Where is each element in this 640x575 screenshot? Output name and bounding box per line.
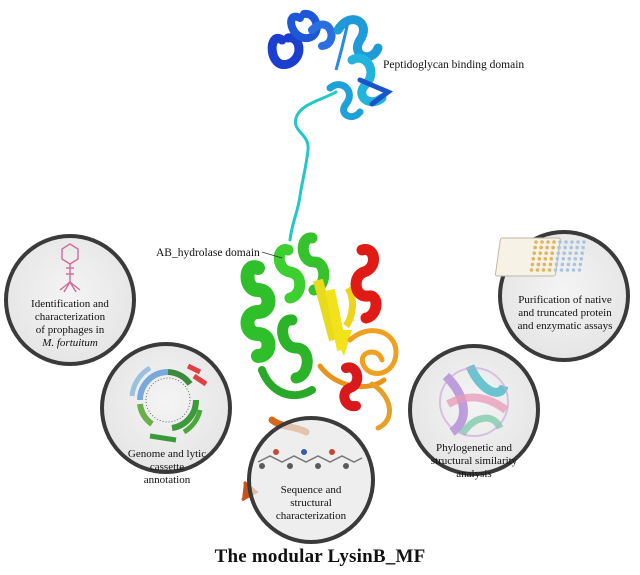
plate-well xyxy=(553,268,558,272)
plate-well xyxy=(539,245,543,250)
phage-icon xyxy=(59,243,81,293)
plate-well xyxy=(537,257,542,261)
plate-well xyxy=(569,245,573,250)
plate-well xyxy=(530,262,535,267)
well-plate-icon xyxy=(494,237,561,277)
plate-well xyxy=(565,268,570,272)
plate-well xyxy=(532,251,536,255)
plate-well xyxy=(566,262,571,267)
plate-well xyxy=(564,240,568,244)
plate-well xyxy=(560,262,565,267)
plate-well xyxy=(547,268,552,272)
plate-well xyxy=(561,257,566,261)
plate-well xyxy=(542,262,547,267)
hydrolase-leader xyxy=(261,251,283,259)
plate-well xyxy=(541,268,546,272)
plate-well xyxy=(563,245,567,250)
plate-well xyxy=(557,245,561,250)
genome-map-icon xyxy=(129,363,208,443)
peptide-chain-icon xyxy=(257,449,363,469)
plate-well xyxy=(579,257,584,261)
plate-well xyxy=(572,262,577,267)
plate-well xyxy=(580,251,584,255)
plate-well xyxy=(543,257,548,261)
plate-well xyxy=(558,240,562,244)
circos-chord-icon xyxy=(439,364,509,437)
ab-hydrolase-domain xyxy=(240,232,399,502)
plate-well xyxy=(534,240,538,244)
plate-well xyxy=(549,257,554,261)
plate-well xyxy=(533,245,537,250)
plate-well xyxy=(546,240,550,244)
plate-well xyxy=(570,240,574,244)
plate-well xyxy=(538,251,542,255)
plate-well xyxy=(577,268,582,272)
plate-well xyxy=(535,268,540,272)
plate-well xyxy=(555,257,560,261)
step-text-genome: Genome and lytic cassette annotation xyxy=(127,448,207,486)
step-text-purification: Purification of native and truncated pro… xyxy=(517,294,613,332)
plate-well xyxy=(556,251,560,255)
plate-well xyxy=(550,251,554,255)
plate-well xyxy=(536,262,541,267)
plate-well xyxy=(529,268,534,272)
plate-well xyxy=(562,251,566,255)
plate-well xyxy=(559,268,564,272)
label-ab-hydrolase-domain: AB_hydrolase domain xyxy=(156,247,260,259)
plate-well xyxy=(548,262,553,267)
plate-well xyxy=(551,245,555,250)
plate-well xyxy=(540,240,544,244)
step-text-prophages: Identification and characterization of p… xyxy=(31,298,109,349)
step-circle-genome xyxy=(100,342,232,474)
plate-well xyxy=(567,257,572,261)
linker-loop xyxy=(288,90,338,242)
plate-well xyxy=(575,245,579,250)
step-text-sequence: Sequence and structural characterization xyxy=(275,484,347,522)
plate-well xyxy=(571,268,576,272)
plate-wells xyxy=(529,240,586,272)
label-peptidoglycan-binding-domain: Peptidoglycan binding domain xyxy=(383,59,525,71)
plate-well xyxy=(544,251,548,255)
plate-well xyxy=(582,240,586,244)
peptidoglycan-binding-domain xyxy=(267,10,393,120)
plate-well xyxy=(578,262,583,267)
plate-well xyxy=(545,245,549,250)
plate-well xyxy=(568,251,572,255)
plate-well xyxy=(576,240,580,244)
plate-well xyxy=(552,240,556,244)
plate-well xyxy=(573,257,578,261)
plate-well xyxy=(554,262,559,267)
plate-well xyxy=(574,251,578,255)
step-circle-prophages xyxy=(4,234,136,366)
step-circle-sequence xyxy=(247,416,375,544)
plate-well xyxy=(531,257,536,261)
step-circle-phylogenetic xyxy=(408,344,540,476)
step-text-phylogenetic: Phylogenetic and structural similarity a… xyxy=(430,442,518,480)
plate-well xyxy=(581,245,585,250)
figure-title: The modular LysinB_MF xyxy=(214,546,426,567)
